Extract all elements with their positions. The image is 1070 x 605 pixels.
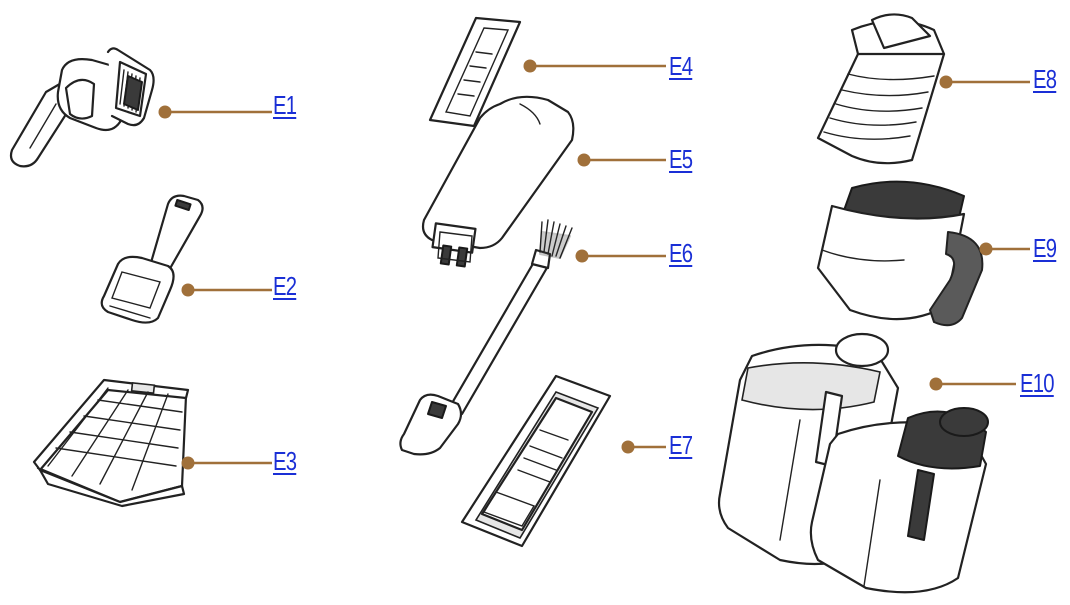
callout-label-e8[interactable]: E8	[1033, 64, 1057, 94]
callout-label-e6[interactable]: E6	[669, 238, 693, 268]
frother-nozzle-icon	[9, 47, 155, 168]
leader-dot-e10	[929, 377, 943, 391]
cold-brew-bottles-icon	[717, 332, 989, 594]
cleaning-brush-icon	[399, 219, 573, 456]
callout-label-e1[interactable]: E1	[273, 90, 297, 120]
leader-dot-e4	[523, 59, 537, 73]
leader-dot-e7	[621, 440, 635, 454]
water-filter-icon	[421, 95, 575, 268]
leader-dot-e5	[577, 153, 591, 167]
leader-dot-e2	[181, 283, 195, 297]
leader-dot-e9	[979, 242, 993, 256]
test-strip-icon	[428, 16, 522, 128]
callout-label-e9[interactable]: E9	[1033, 233, 1057, 263]
descaler-pack-icon	[460, 374, 612, 548]
callout-label-e7[interactable]: E7	[669, 430, 693, 460]
measuring-scoop-icon	[100, 194, 204, 324]
leader-dot-e6	[575, 249, 589, 263]
callout-leaders	[158, 59, 1030, 470]
leader-dot-e1	[158, 105, 172, 119]
callout-label-e5[interactable]: E5	[669, 144, 693, 174]
carafe-icon	[816, 180, 984, 327]
callout-label-e2[interactable]: E2	[273, 271, 297, 301]
ice-cube-tray-icon	[32, 378, 190, 508]
callout-label-e10[interactable]: E10	[1020, 368, 1055, 398]
leader-dot-e8	[939, 75, 953, 89]
callout-label-e4[interactable]: E4	[669, 51, 693, 81]
leader-dot-e3	[181, 456, 195, 470]
callout-label-e3[interactable]: E3	[273, 446, 297, 476]
travel-mug-icon	[816, 13, 946, 165]
